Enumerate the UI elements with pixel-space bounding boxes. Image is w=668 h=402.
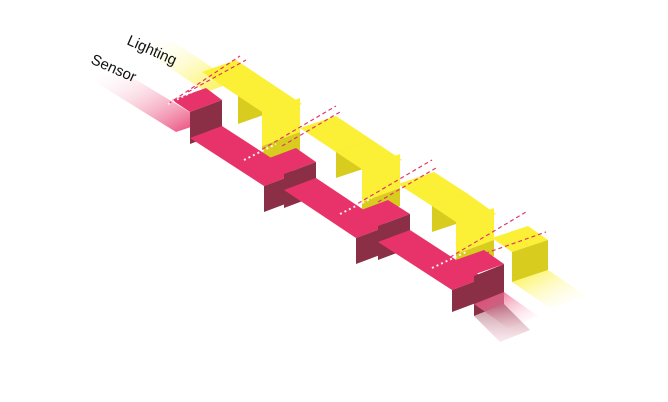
segment-markers [167,55,547,269]
segment-marker-dots [167,89,467,269]
lighting-label: Lighting [124,32,179,69]
sensor-band [92,70,538,342]
lighting-band [140,38,586,308]
